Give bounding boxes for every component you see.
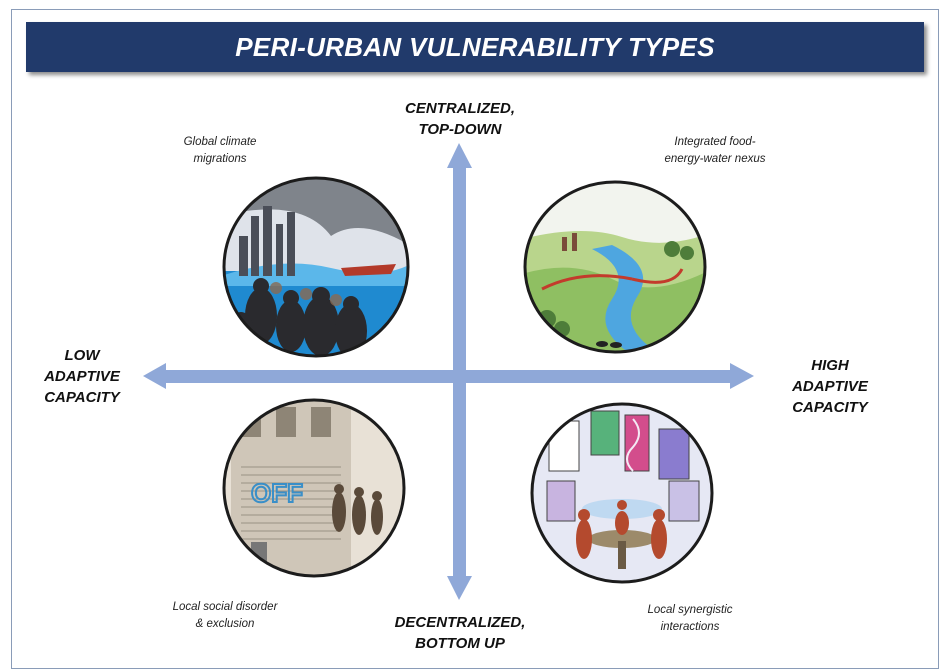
- shutter-graffiti: OFF: [251, 478, 303, 508]
- synergistic-interactions-illustration: [530, 402, 714, 584]
- left-arrowhead: [143, 363, 166, 389]
- title-banner: PERI-URBAN VULNERABILITY TYPES: [26, 22, 924, 72]
- up-arrowhead: [447, 143, 472, 168]
- axis-label-right: HIGH ADAPTIVE CAPACITY: [792, 357, 868, 416]
- caption-top-right: Integrated food- energy-water nexus: [664, 136, 766, 165]
- caption-bottom-left: Local social disorder & exclusion: [172, 601, 278, 630]
- down-arrowhead: [447, 576, 472, 600]
- axis-label-bottom: DECENTRALIZED, BOTTOM UP: [394, 614, 526, 652]
- caption-top-left: Global climate migrations: [183, 136, 257, 165]
- caption-bottom-right: Local synergistic interactions: [647, 604, 733, 633]
- climate-migration-illustration: [222, 176, 410, 358]
- horizontal-axis-shaft: [162, 370, 734, 383]
- page-title: PERI-URBAN VULNERABILITY TYPES: [235, 31, 715, 62]
- right-arrowhead: [730, 363, 754, 389]
- axis-label-left: LOW ADAPTIVE CAPACITY: [44, 347, 120, 406]
- axis-label-top: CENTRALIZED, TOP-DOWN: [405, 100, 515, 138]
- food-energy-water-illustration: [523, 180, 707, 354]
- social-disorder-illustration: OFF: [222, 398, 406, 578]
